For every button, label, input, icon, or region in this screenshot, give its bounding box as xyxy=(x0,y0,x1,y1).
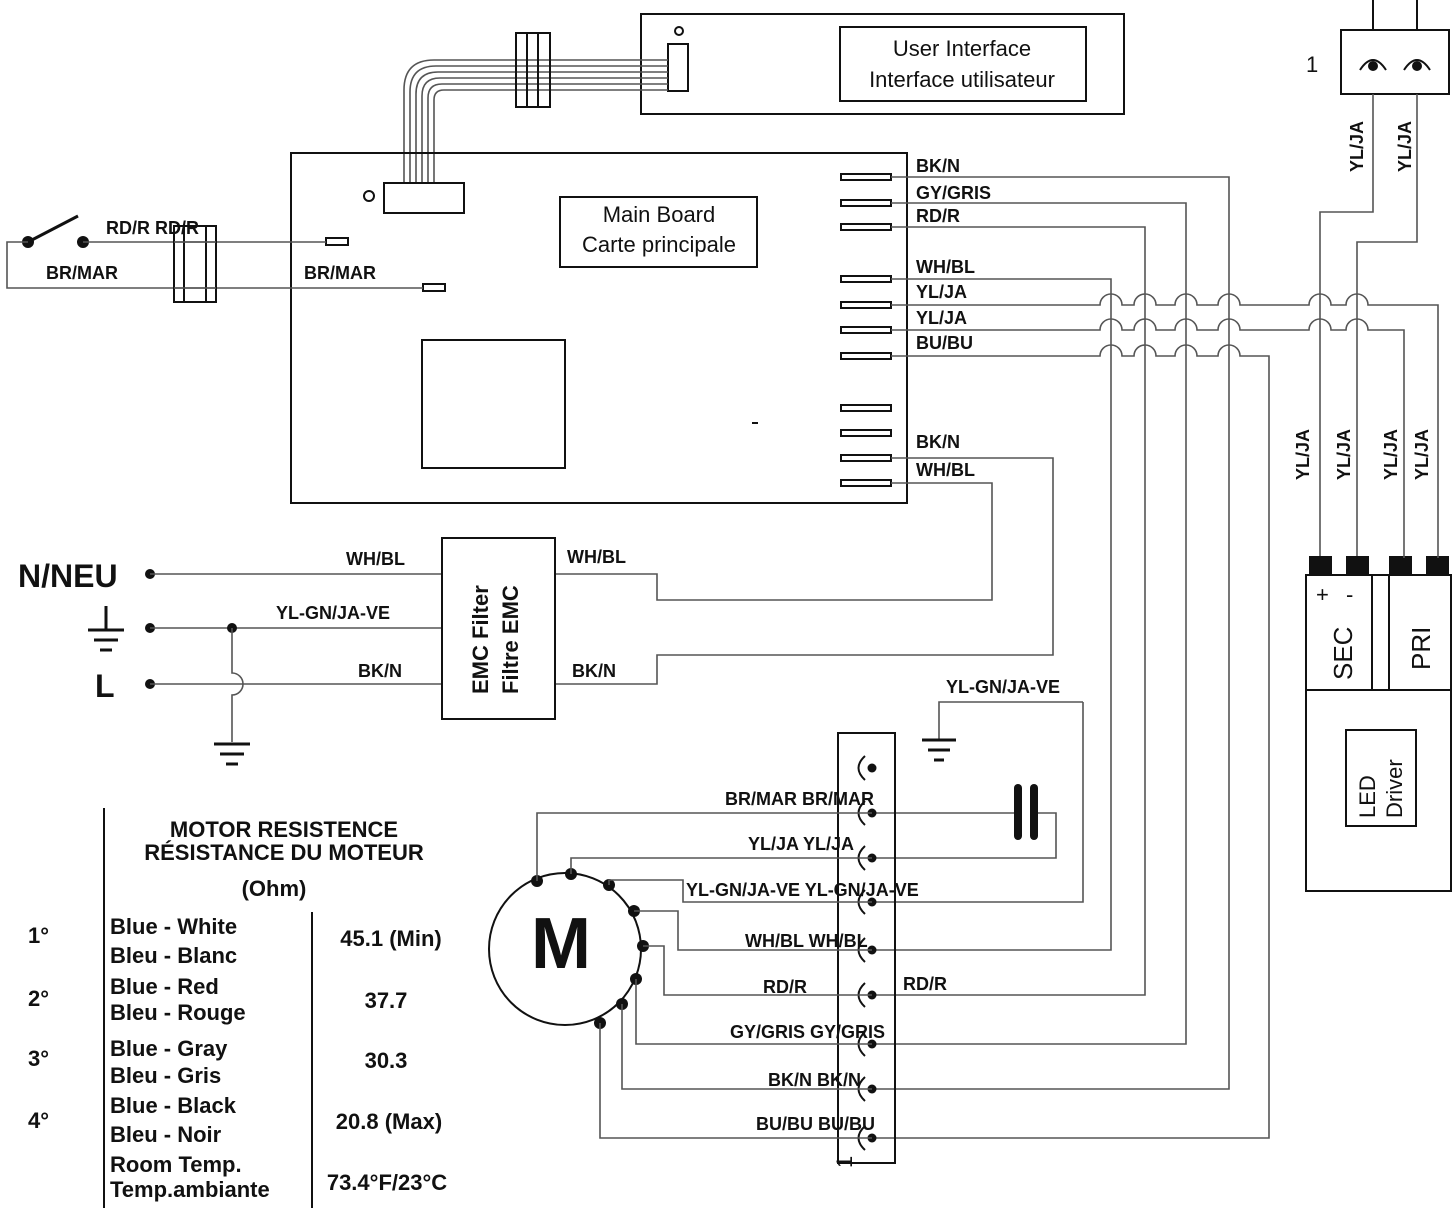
board-wire-labels: BK/N GY/GRIS RD/R WH/BL YL/JA YL/JA BU/B… xyxy=(916,156,991,480)
table-room-value: 73.4°F/23°C xyxy=(327,1170,447,1195)
table-title: MOTOR RESISTENCE xyxy=(170,817,398,842)
wire-label: YL/JA YL/JA xyxy=(748,834,854,854)
wire-label: BU/BU xyxy=(916,333,973,353)
user-interface-label: User Interface xyxy=(893,36,1031,61)
wire-label: WH/BL xyxy=(567,547,626,567)
table-wires-fr: Bleu - Rouge xyxy=(110,1000,246,1025)
wire-label: YL-GN/JA-VE xyxy=(946,677,1060,697)
table-value: 37.7 xyxy=(365,988,408,1013)
terminal-wire-labels: BR/MAR BR/MAR YL/JA YL/JA YL-GN/JA-VE YL… xyxy=(686,789,947,1134)
switch-wire-label: BR/MAR xyxy=(304,263,376,283)
emc-filter: EMC Filter Filtre EMC WH/BL BK/N xyxy=(441,537,626,720)
ribbon-cable xyxy=(403,32,668,183)
wire-label: WH/BL xyxy=(346,549,405,569)
table-speed: 2° xyxy=(28,986,49,1011)
wire-label: YL-GN/JA-VE YL-GN/JA-VE xyxy=(686,880,919,900)
mains-input: N/NEU WH/BL YL-GN/JA-VE L BK/N xyxy=(18,549,442,766)
pri-label: PRI xyxy=(1406,627,1436,670)
table-speed: 1° xyxy=(28,923,49,948)
door-switch: RD/R RD/R BR/MAR BR/MAR xyxy=(6,214,423,303)
table-wires-en: Blue - White xyxy=(110,914,237,939)
emc-filter-label-fr: Filtre EMC xyxy=(498,585,523,694)
table-room-temp: Room Temp. xyxy=(110,1152,242,1177)
motor: M xyxy=(488,868,649,1029)
table-value: 20.8 (Max) xyxy=(336,1109,442,1134)
wire-label: WH/BL WH/BL xyxy=(745,931,868,951)
motor-symbol: M xyxy=(531,904,591,984)
emc-filter-label: EMC Filter xyxy=(468,585,493,694)
table-wires-fr: Bleu - Gris xyxy=(110,1063,221,1088)
terminal-number: 1 xyxy=(832,1156,857,1168)
capacitor xyxy=(872,784,1057,859)
wire-label: YL/JA xyxy=(1395,121,1415,172)
user-interface-module: User Interface Interface utilisateur xyxy=(640,13,1125,115)
table-value: 30.3 xyxy=(365,1048,408,1073)
switch-wire-label: RD/R RD/R xyxy=(106,218,199,238)
wire-label: YL/JA xyxy=(1347,121,1367,172)
board-chip xyxy=(421,339,566,469)
wire-label: GY/GRIS GY/GRIS xyxy=(730,1022,885,1042)
plus-sign: + xyxy=(1316,582,1329,607)
wire-label: BU/BU BU/BU xyxy=(756,1114,875,1134)
wire-label: YL/JA xyxy=(1381,429,1401,480)
wire-label: BR/MAR BR/MAR xyxy=(725,789,874,809)
minus-sign: - xyxy=(1346,582,1353,607)
line-label: L xyxy=(95,668,115,704)
table-wires-fr: Bleu - Blanc xyxy=(110,943,237,968)
wire-label: BK/N BK/N xyxy=(768,1070,861,1090)
table-wires-en: Blue - Black xyxy=(110,1093,237,1118)
table-speed: 4° xyxy=(28,1108,49,1133)
motor-leads xyxy=(536,812,872,1139)
table-wires-en: Blue - Red xyxy=(110,974,219,999)
main-board-label-fr: Carte principale xyxy=(582,232,736,257)
switch-wire-label: BR/MAR xyxy=(46,263,118,283)
wire-label: RD/R xyxy=(763,977,807,997)
table-room-temp-fr: Temp.ambiante xyxy=(110,1177,270,1202)
wire-label: RD/R xyxy=(903,974,947,994)
table-speed: 3° xyxy=(28,1046,49,1071)
neutral-label: N/NEU xyxy=(18,558,118,594)
wire-label: YL/JA xyxy=(1334,429,1354,480)
led-driver-label: LED xyxy=(1355,775,1380,818)
motor-resistance-table: MOTOR RESISTENCE RÉSISTANCE DU MOTEUR (O… xyxy=(28,808,447,1208)
wire-label: BK/N xyxy=(916,432,960,452)
led-driver: + - SEC PRI LED Driver YL/JA YL/JA YL/JA… xyxy=(1293,429,1452,892)
wire-label: YL/JA xyxy=(1412,429,1432,480)
table-unit: (Ohm) xyxy=(242,876,307,901)
wire-label: BK/N xyxy=(358,661,402,681)
wire-label: YL-GN/JA-VE xyxy=(276,603,390,623)
wire-label: YL/JA xyxy=(1293,429,1313,480)
table-wires-en: Blue - Gray xyxy=(110,1036,228,1061)
wire-label: RD/R xyxy=(916,206,960,226)
wire-label: YL/JA xyxy=(916,308,967,328)
wire-label: WH/BL xyxy=(916,257,975,277)
table-value: 45.1 (Min) xyxy=(340,926,441,951)
wire-label: WH/BL xyxy=(916,460,975,480)
user-interface-label-fr: Interface utilisateur xyxy=(869,67,1055,92)
main-board: Main Board Carte principale xyxy=(290,152,908,504)
main-board-label: Main Board xyxy=(603,202,716,227)
led-driver-label: Driver xyxy=(1382,759,1407,818)
wire-label: GY/GRIS xyxy=(916,183,991,203)
connector-number: 1 xyxy=(1306,52,1318,77)
table-wires-fr: Bleu - Noir xyxy=(110,1122,222,1147)
led-lamp-connector: 1 YL/JA YL/JA xyxy=(1306,0,1450,172)
wire-label: BK/N xyxy=(916,156,960,176)
wire-label: YL/JA xyxy=(916,282,967,302)
wire-label: BK/N xyxy=(572,661,616,681)
board-to-motor-wires xyxy=(555,176,1439,1139)
motor-ground: YL-GN/JA-VE xyxy=(872,677,1084,903)
sec-label: SEC xyxy=(1328,627,1358,680)
table-title-fr: RÉSISTANCE DU MOTEUR xyxy=(144,840,424,865)
